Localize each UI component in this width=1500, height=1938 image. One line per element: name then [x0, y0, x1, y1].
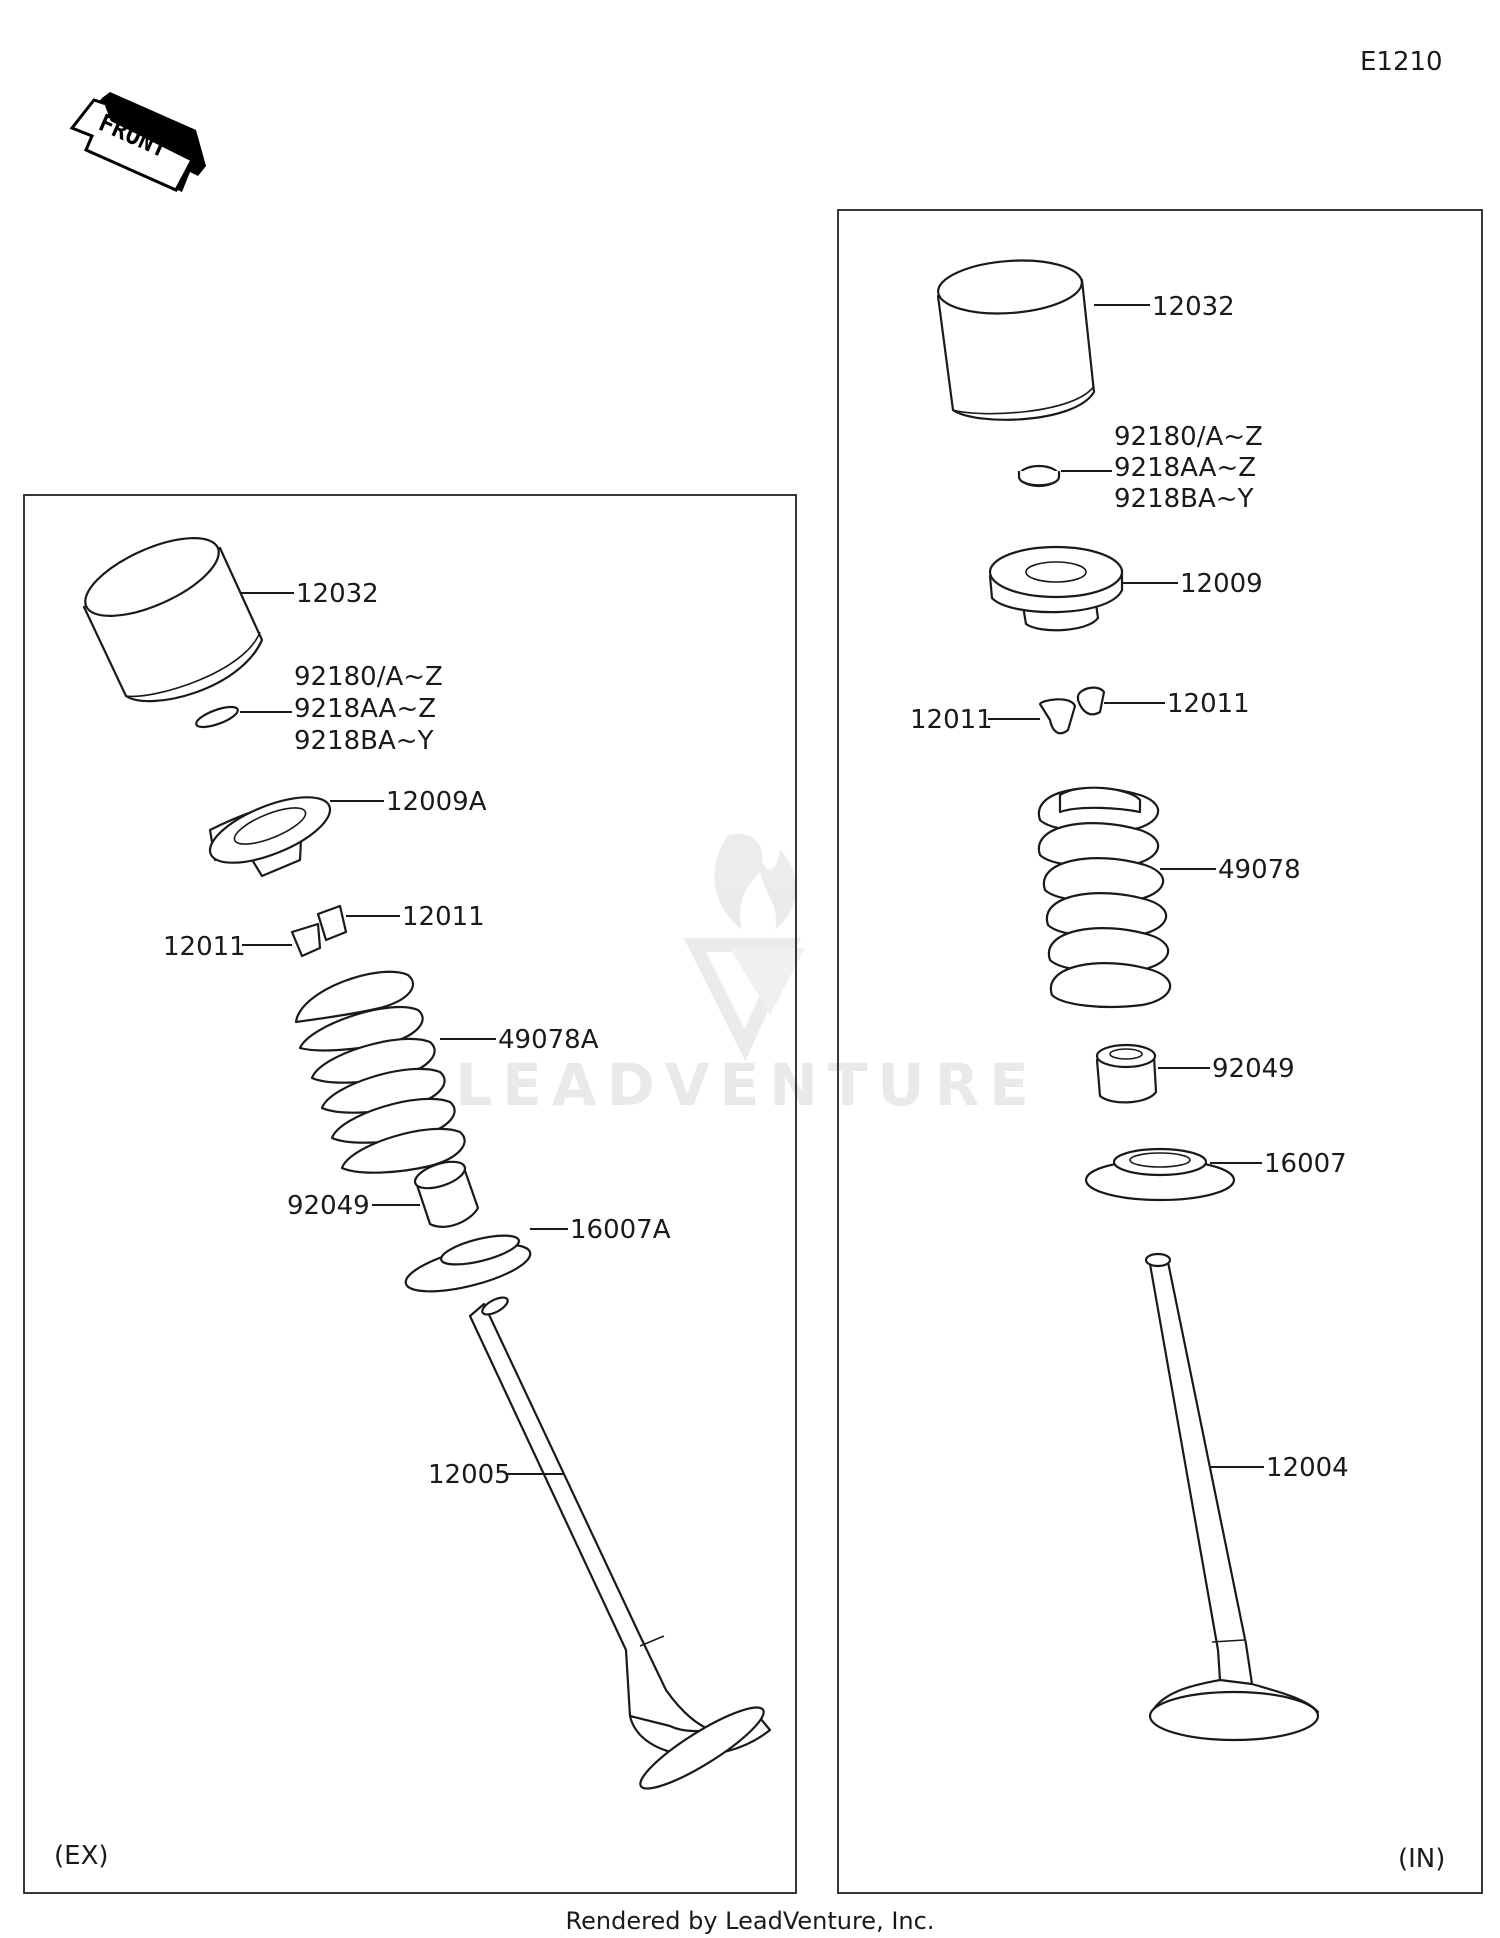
- ex-label-cotter-right: 12011: [402, 902, 485, 932]
- ex-valve: [468, 1296, 772, 1790]
- ex-panel: 12032 92180/A~Z 9218AA~Z 9218BA~Y 12009A…: [23, 494, 797, 1894]
- ex-label-spring: 49078A: [498, 1025, 599, 1055]
- ex-label-valve: 12005: [428, 1460, 511, 1490]
- in-label-seal: 92049: [1212, 1054, 1295, 1084]
- footer-credit: Rendered by LeadVenture, Inc.: [566, 1907, 935, 1935]
- ex-cotter-right: [316, 904, 348, 942]
- ex-label-shim-3: 9218BA~Y: [294, 726, 434, 756]
- ex-label-tappet: 12032: [296, 579, 379, 609]
- in-label-seat: 16007: [1264, 1149, 1347, 1179]
- in-valve: [1144, 1252, 1320, 1742]
- front-arrow-icon: FRONT: [69, 92, 206, 192]
- in-retainer: [988, 545, 1124, 632]
- in-panel: 12032 92180/A~Z 9218AA~Z 9218BA~Y 12009 …: [837, 209, 1483, 1894]
- in-label-shim-1: 92180/A~Z: [1114, 422, 1263, 452]
- ex-panel-tag: (EX): [54, 1841, 109, 1871]
- ex-tappet: [82, 537, 264, 703]
- in-label-retainer: 12009: [1180, 569, 1263, 599]
- watermark-text: LEADVENTURE: [455, 1051, 1039, 1119]
- ex-label-cotter-left: 12011: [163, 932, 246, 962]
- in-spring: [1037, 786, 1172, 1009]
- ex-label-seal: 92049: [287, 1191, 370, 1221]
- in-label-shim-3: 9218BA~Y: [1114, 484, 1254, 514]
- ex-label-seat: 16007A: [570, 1215, 671, 1245]
- in-label-spring: 49078: [1218, 855, 1301, 885]
- ex-label-retainer: 12009A: [386, 787, 487, 817]
- ex-cotter-left: [290, 922, 322, 958]
- in-label-valve: 12004: [1266, 1453, 1349, 1483]
- in-shim: [1017, 464, 1061, 488]
- ex-shim: [195, 705, 239, 729]
- in-seal: [1095, 1043, 1158, 1104]
- watermark: LEADVENTURE: [455, 833, 1039, 1119]
- ex-label-shim-2: 9218AA~Z: [294, 694, 436, 724]
- in-label-cotter-right: 12011: [1167, 689, 1250, 719]
- in-cotter-right: [1076, 686, 1106, 716]
- ex-label-shim-1: 92180/A~Z: [294, 662, 443, 692]
- in-tappet: [936, 259, 1096, 421]
- in-panel-frame: [837, 209, 1483, 1894]
- in-cotter-left: [1038, 698, 1077, 735]
- ex-seat: [404, 1234, 532, 1293]
- in-label-cotter-left: 12011: [910, 705, 993, 735]
- in-seat: [1084, 1147, 1236, 1202]
- in-panel-tag: (IN): [1398, 1844, 1445, 1874]
- diagram-code: E1210: [1360, 47, 1443, 77]
- ex-retainer: [208, 796, 332, 878]
- in-label-shim-2: 9218AA~Z: [1114, 453, 1256, 483]
- ex-panel-frame: [23, 494, 797, 1894]
- ex-seal: [413, 1160, 480, 1228]
- in-label-tappet: 12032: [1152, 292, 1235, 322]
- ex-spring: [294, 970, 466, 1174]
